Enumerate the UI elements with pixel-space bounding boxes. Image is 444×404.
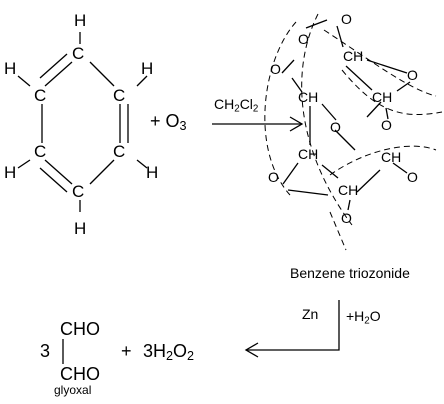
atom-c3: C (34, 142, 47, 161)
tbond-1 (336, 25, 344, 48)
tbond-6 (396, 81, 411, 92)
dashed-left-inner (301, 13, 353, 226)
benzene-bonds (17, 32, 148, 212)
atom-c5: C (113, 142, 126, 161)
glyoxal-cho-top: CHO (60, 319, 100, 339)
tbond-3 (345, 65, 373, 91)
glyoxal-name: glyoxal (54, 383, 92, 397)
oz-o-5: O (381, 117, 392, 133)
glyoxal-coefficient: 3 (40, 341, 51, 361)
glyoxal-cho-bottom: CHO (60, 364, 100, 384)
bond-c4-c3 (44, 159, 73, 185)
oz-o-9: O (341, 210, 352, 226)
tbond-15 (287, 189, 329, 196)
triozonide-bonds (281, 19, 411, 211)
atom-h-bottom: H (74, 219, 87, 238)
ozone-label: + O3 (150, 111, 187, 134)
oz-ch-6: CH (338, 182, 359, 198)
oz-o-7: O (268, 169, 279, 185)
bond-c2-h (17, 75, 31, 87)
dashed-lower-right (329, 145, 437, 176)
cleavage-lines (264, 13, 443, 251)
atom-h-left-bottom: H (4, 163, 17, 182)
atom-h-top: H (74, 11, 87, 30)
bond-c5-h (136, 159, 148, 169)
atom-c2: C (34, 86, 47, 105)
dashed-mid-right (341, 69, 443, 115)
tbond-13 (321, 164, 339, 179)
oz-ch-5: CH (381, 149, 402, 165)
dashed-bottom-tail (329, 211, 347, 251)
bond-c1-c6 (89, 61, 115, 87)
oz-o-4: O (407, 67, 418, 83)
arrow-2-head (244, 342, 259, 358)
atom-c6: C (113, 86, 126, 105)
atom-h-right-bottom: H (146, 163, 159, 182)
solvent-label: CH2Cl2 (214, 96, 259, 115)
tbond-18 (334, 129, 356, 151)
products-plus: + (121, 341, 132, 361)
oz-o-8: O (407, 169, 418, 185)
atom-c4: C (72, 182, 85, 201)
oz-ch-2: CH (298, 89, 319, 105)
tbond-8 (305, 19, 328, 29)
tbond-10 (291, 77, 303, 93)
dashed-top-right (323, 29, 437, 97)
dashed-left-outer (264, 21, 297, 196)
arrow-2-shaft (246, 300, 340, 351)
tbond-17 (356, 169, 381, 193)
tbond-16 (347, 199, 351, 211)
hydrogen-peroxide-label: 3H2O2 (143, 341, 195, 364)
bond-c1-c2-double (39, 53, 68, 79)
oz-ch-4: CH (298, 146, 319, 162)
bond-c6-h (136, 75, 148, 87)
oz-ch-1: CH (343, 48, 364, 64)
bond-c1-c2 (44, 61, 73, 87)
tbond-4 (385, 107, 389, 120)
atom-c1: C (72, 44, 85, 63)
arrow-1-head (289, 116, 304, 132)
water-label: +H2O (346, 308, 381, 327)
oz-o-6: O (330, 119, 341, 135)
tbond-14 (282, 162, 299, 185)
tbond-7 (392, 162, 408, 174)
bond-c3-h (17, 159, 31, 169)
atom-h-left-top: H (4, 59, 17, 78)
oz-o-2: O (298, 31, 309, 47)
tbond-2 (366, 59, 408, 74)
arrows (62, 116, 340, 364)
oz-o-1: O (341, 11, 352, 27)
oz-o-3: O (270, 61, 281, 77)
oz-ch-3: CH (372, 89, 393, 105)
atom-h-right-top: H (141, 59, 154, 78)
tbond-9 (281, 59, 295, 74)
tbond-11 (321, 103, 337, 121)
bond-c5-c4 (89, 159, 115, 185)
triozonide-name: Benzene triozonide (290, 265, 410, 281)
zinc-label: Zn (302, 306, 319, 322)
bond-c4-c3-double (39, 167, 68, 193)
